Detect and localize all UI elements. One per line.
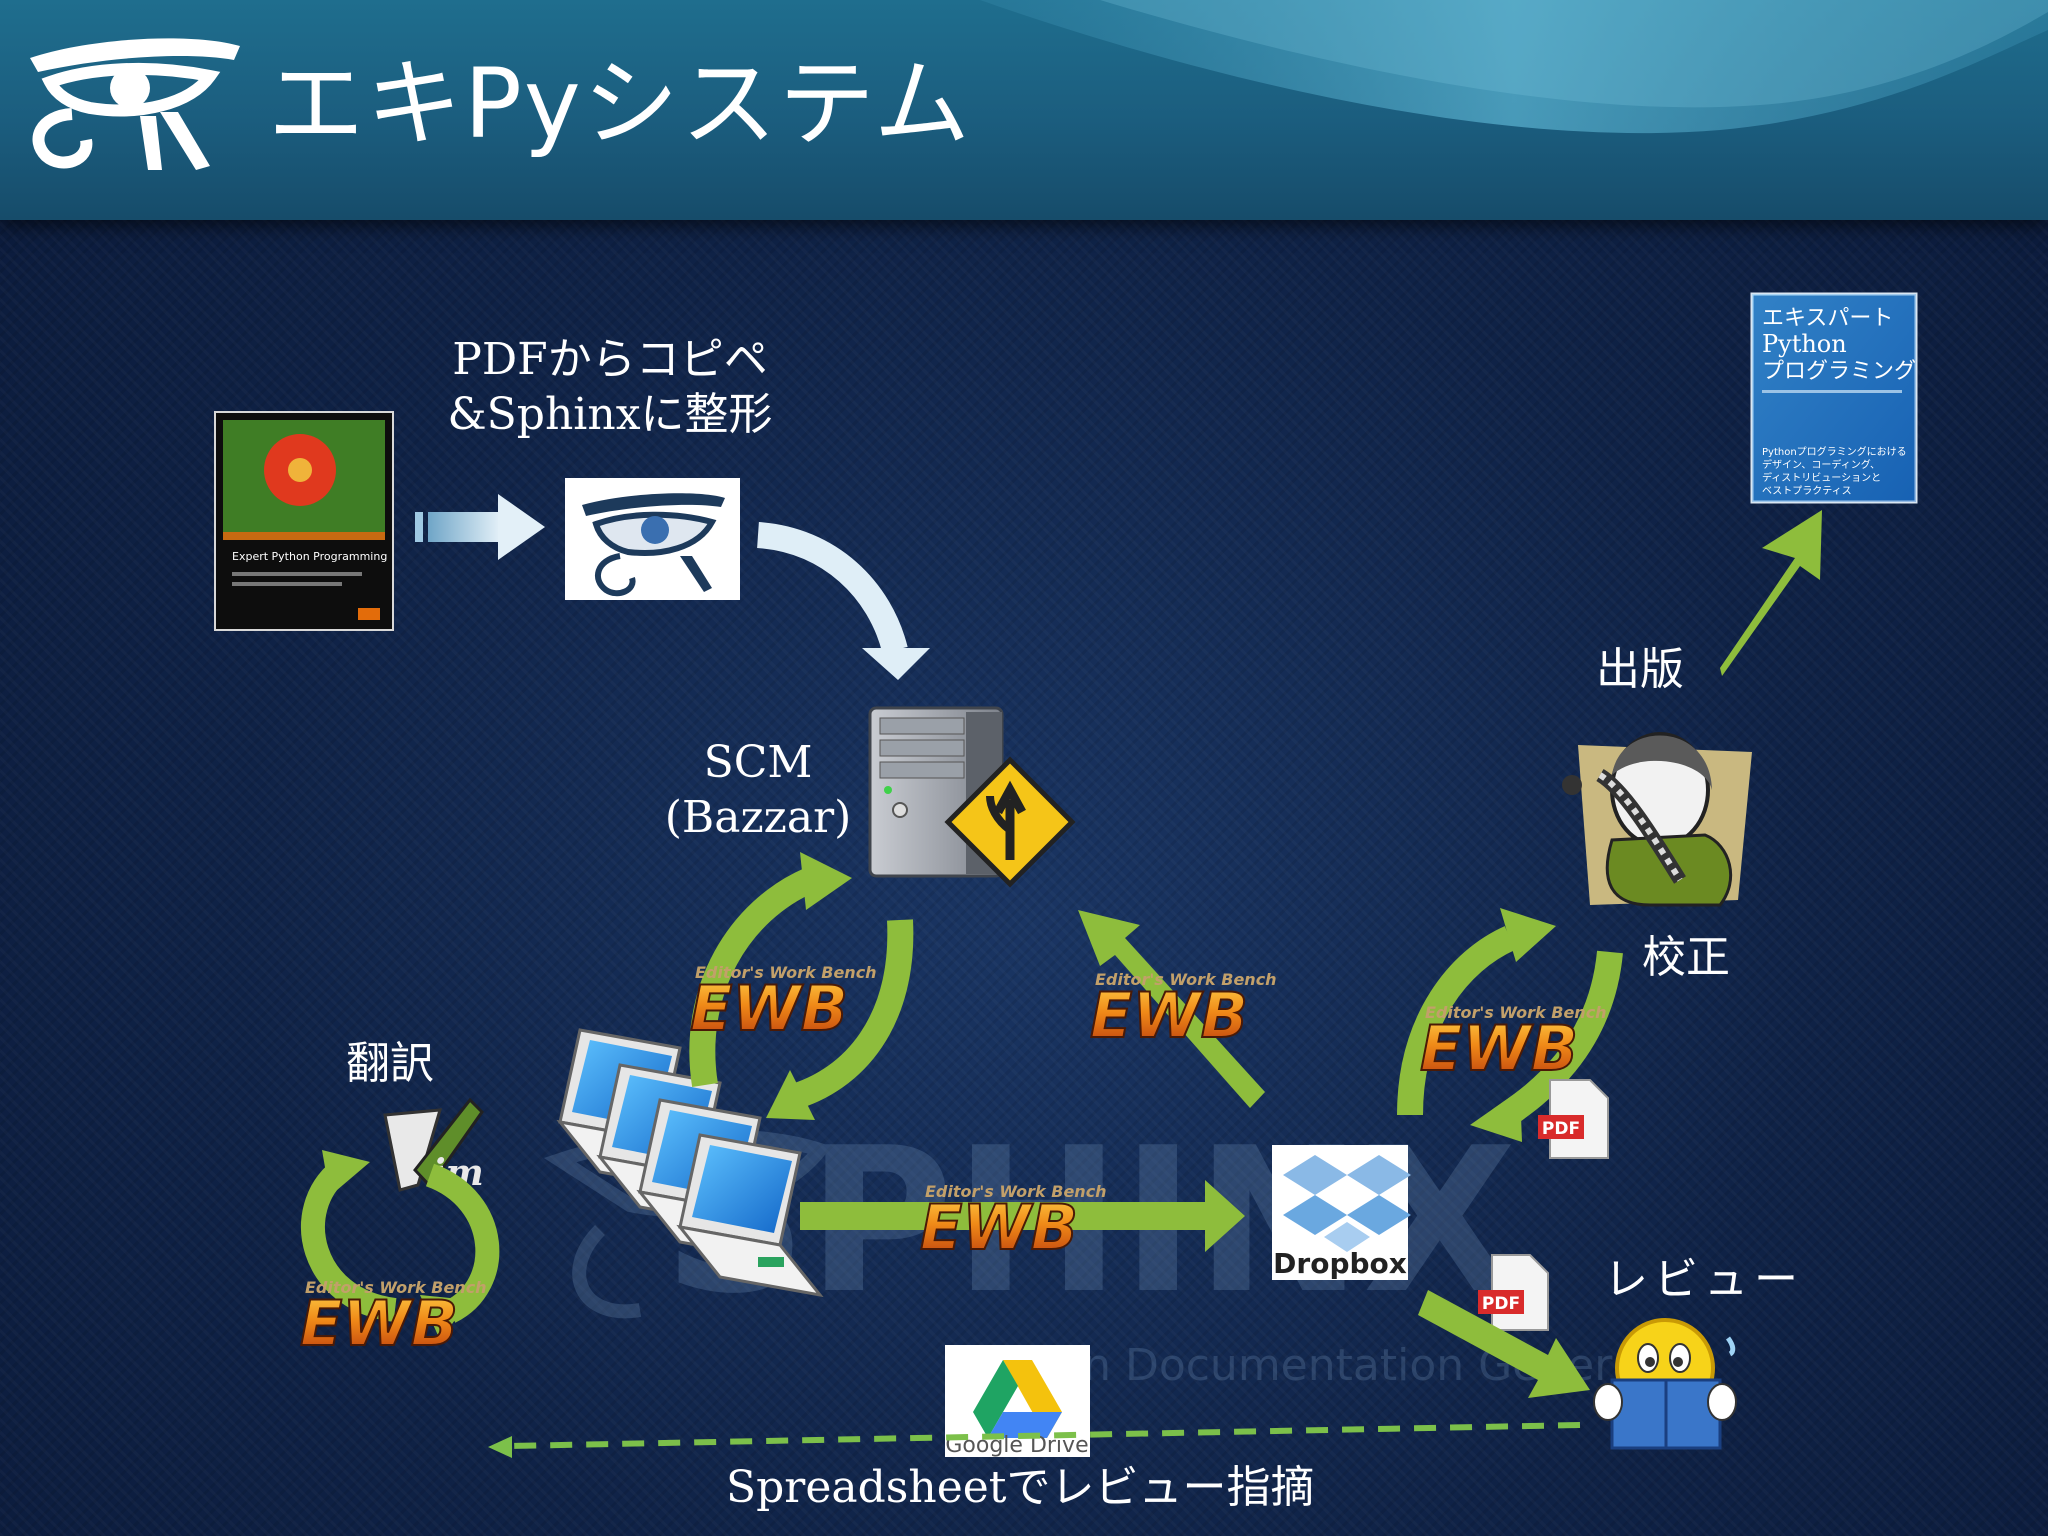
arrow-translation-loop: [301, 1150, 500, 1340]
svg-text:EWB: EWB: [300, 1287, 458, 1360]
dropbox-label: Dropbox: [1273, 1247, 1407, 1280]
arrow-dropbox-to-scm: [1078, 910, 1265, 1108]
scm-label-line1: SCM: [703, 737, 813, 788]
slide-title: エキPyシステム: [268, 48, 972, 160]
reviewer-smiley-icon: [1593, 1318, 1737, 1450]
google-drive-icon: Google Drive: [945, 1345, 1090, 1458]
ewb-logo-4: Editor's Work Bench EWB: [919, 1182, 1107, 1265]
japanese-book-cover: エキスパート Python プログラミング Pythonプログラミングにおける …: [1750, 292, 1918, 504]
publication-label: 出版: [1596, 644, 1684, 695]
dropbox-icon: Dropbox: [1272, 1145, 1411, 1280]
slide-header: エキPyシステム: [0, 0, 2048, 220]
ewb-logo-2: Editor's Work Bench EWB: [1089, 970, 1277, 1053]
arrow-review-feedback-dashed: [488, 1422, 1581, 1458]
japanese-book-title-1: エキスパート: [1762, 306, 1893, 331]
translation-label: 翻訳: [346, 1038, 434, 1089]
japanese-book-sub-2: デザイン、コーディング、: [1762, 458, 1880, 471]
proofreader-icon: [1562, 732, 1752, 907]
japanese-book-title-3: プログラミング: [1762, 359, 1916, 384]
arrow-sphinx-to-scm: [756, 522, 930, 680]
svg-text:Editor's Work Bench: Editor's Work Bench: [1095, 970, 1277, 989]
translator-laptops-icon: [556, 1028, 824, 1298]
svg-text:Editor's Work Bench: Editor's Work Bench: [925, 1182, 1107, 1201]
arrow-proofreading-loop: [1397, 908, 1623, 1142]
copy-paste-label-line1: PDFからコピペ: [452, 334, 768, 385]
source-book-title: Expert Python Programming: [232, 550, 387, 563]
sphinx-eye-logo-icon: [565, 478, 740, 600]
pdf-document-icon-2: PDF: [1478, 1254, 1549, 1331]
ewb-logo-3: Editor's Work Bench EWB: [1419, 1003, 1607, 1086]
proofreading-label: 校正: [1642, 932, 1730, 983]
arrow-translation-to-dropbox: [800, 1180, 1245, 1252]
arrow-dropbox-to-review: [1418, 1290, 1590, 1398]
eye-of-horus-logo-icon: [30, 38, 240, 170]
svg-text:Editor's Work Bench: Editor's Work Bench: [1425, 1003, 1607, 1022]
svg-text:EWB: EWB: [1090, 979, 1248, 1052]
svg-text:EWB: EWB: [690, 972, 848, 1045]
svg-text:PDF: PDF: [1542, 1119, 1580, 1139]
japanese-book-title-2: Python: [1762, 330, 1847, 358]
arrow-to-publication: [1720, 510, 1822, 676]
source-book-cover: Expert Python Programming: [214, 411, 394, 631]
svg-text:Editor's Work Bench: Editor's Work Bench: [695, 963, 877, 982]
ewb-logo-5: Editor's Work Bench EWB: [299, 1278, 487, 1361]
japanese-book-sub-4: ベストプラクティス: [1762, 485, 1852, 497]
svg-text:EWB: EWB: [1420, 1012, 1578, 1085]
japanese-book-sub-1: Pythonプログラミングにおける: [1762, 445, 1907, 458]
scm-label: SCM (Bazzar): [648, 735, 868, 845]
svg-text:EWB: EWB: [920, 1191, 1078, 1264]
japanese-book-sub-3: ディストリビューションと: [1762, 471, 1881, 484]
svg-text:PDF: PDF: [1482, 1294, 1520, 1314]
scm-label-line2: (Bazzar): [664, 792, 852, 843]
pdf-document-icon: PDF: [1538, 1079, 1609, 1159]
copy-paste-label-line2: &Sphinxに整形: [447, 389, 773, 440]
header-wave-decoration: [980, 0, 2048, 134]
svg-text:Editor's Work Bench: Editor's Work Bench: [305, 1278, 487, 1297]
copy-paste-label: PDFからコピペ &Sphinxに整形: [410, 332, 810, 442]
spreadsheet-review-label: Spreadsheetでレビュー指摘: [726, 1462, 1315, 1513]
scm-server-icon: [868, 706, 1076, 888]
arrow-translation-scm-loop: [689, 852, 914, 1120]
review-label: レビュー: [1604, 1254, 1804, 1305]
ewb-logo-1: Editor's Work Bench EWB: [689, 963, 877, 1046]
arrow-book-to-sphinx: [415, 494, 545, 560]
